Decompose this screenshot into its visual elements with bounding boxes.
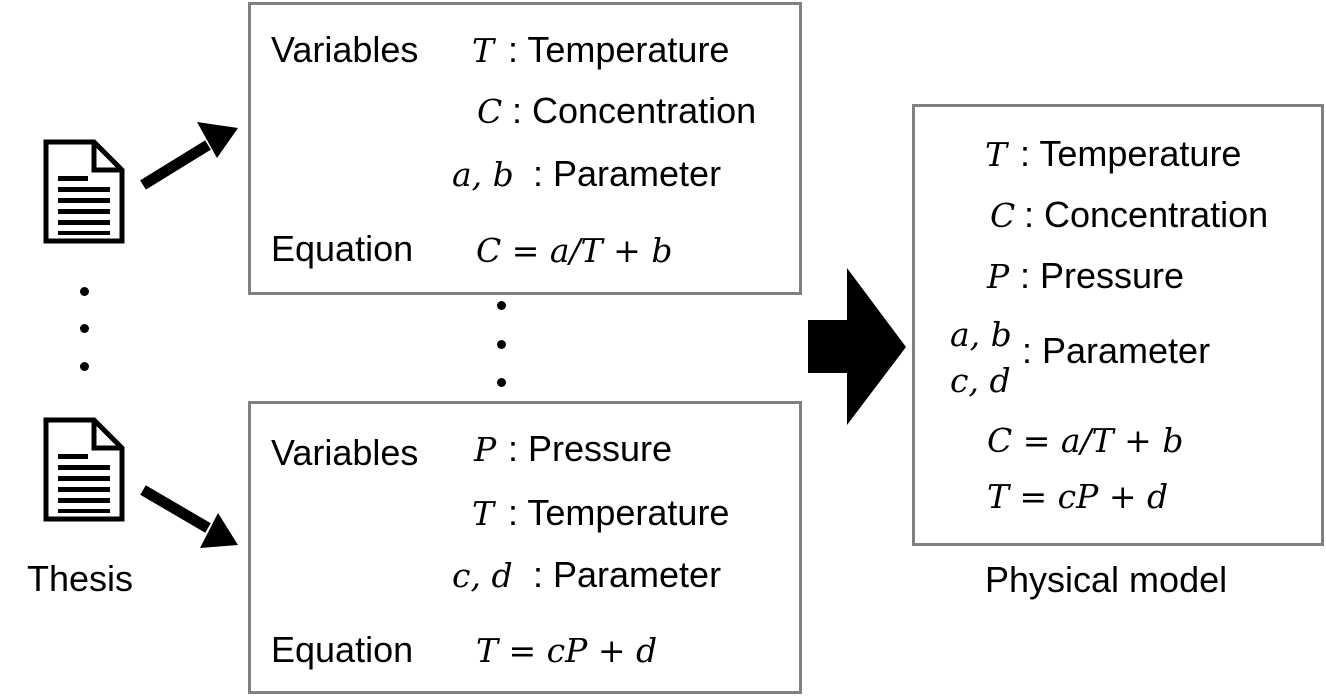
equation-label: Equation: [271, 629, 414, 670]
variable-desc: : Concentration: [1024, 194, 1269, 235]
thesis-box-2: [248, 401, 802, 694]
ellipsis-dot: [80, 287, 89, 296]
ellipsis-dot: [80, 362, 89, 371]
equation-label: Equation: [271, 228, 414, 269]
variable-symbol: T: [472, 31, 495, 70]
variable-desc: : Pressure: [1020, 255, 1185, 296]
variables-label: Variables: [271, 29, 419, 70]
ellipsis-dot: [497, 378, 506, 387]
variable-symbol: a, b: [452, 155, 514, 194]
parameter-symbol: a, b: [950, 315, 1012, 354]
variable-symbol: c, d: [452, 556, 513, 595]
ellipsis-dot: [497, 301, 506, 310]
variable-symbol: T: [472, 494, 495, 533]
variable-desc: : Temperature: [508, 29, 730, 70]
thesis-box-1: [248, 2, 802, 295]
variable-desc: : Temperature: [508, 492, 730, 533]
equation: C = a/T + b: [476, 231, 673, 270]
variables-label: Variables: [271, 432, 419, 473]
parameter-symbol: c, d: [950, 361, 1011, 400]
physical-model-label: Physical model: [985, 559, 1228, 600]
thesis-label: Thesis: [27, 558, 134, 599]
variable-symbol: P: [987, 257, 1010, 296]
variable-desc: : Parameter: [533, 554, 722, 595]
variable-symbol: C: [990, 196, 1016, 235]
variable-desc: : Pressure: [508, 428, 673, 469]
variable-desc: : Concentration: [512, 90, 757, 131]
model-equation: C = a/T + b: [987, 421, 1184, 460]
ellipsis-dot: [497, 340, 506, 349]
arrow-to-box2: [140, 485, 238, 548]
variable-desc: : Parameter: [533, 153, 722, 194]
variable-desc: : Temperature: [1020, 133, 1242, 174]
equation: T = cP + d: [476, 631, 658, 670]
parameter-desc: : Parameter: [1022, 330, 1211, 371]
variable-symbol: T: [985, 135, 1008, 174]
model-equation: T = cP + d: [987, 477, 1169, 516]
physical-model-box: [912, 104, 1324, 546]
arrow-to-box1: [140, 122, 238, 190]
big-right-arrow: [808, 268, 906, 425]
ellipsis-dot: [80, 324, 89, 333]
variable-symbol: P: [474, 430, 497, 469]
variable-symbol: C: [477, 92, 503, 131]
